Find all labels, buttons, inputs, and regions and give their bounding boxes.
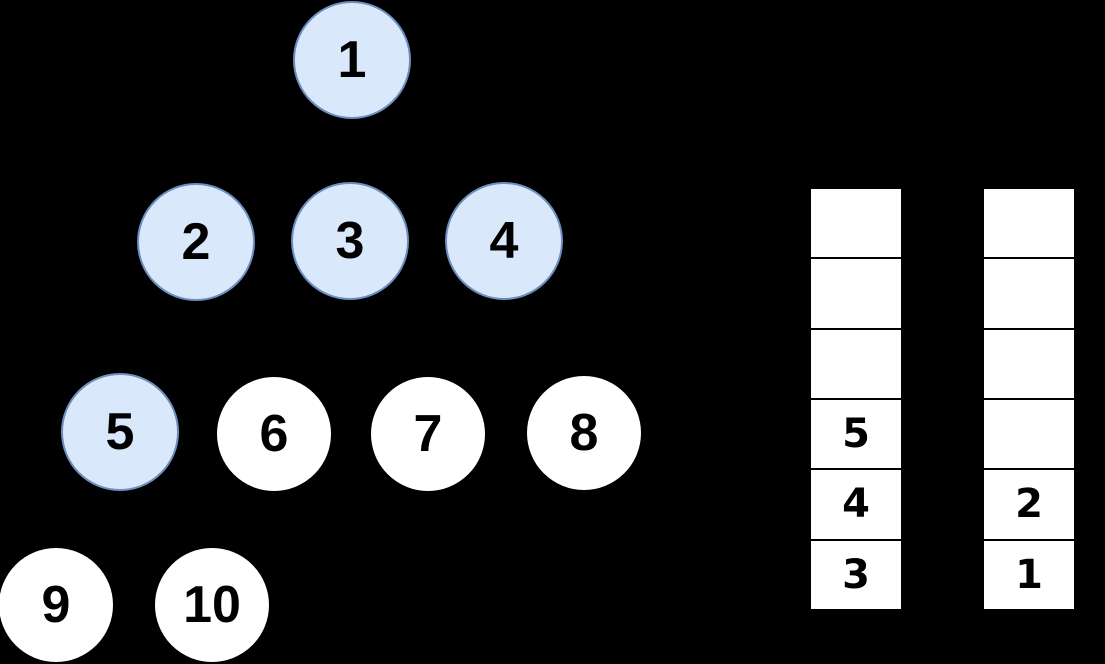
tree-node-5: 5 <box>61 373 179 491</box>
tree-node-8: 8 <box>525 374 643 492</box>
left-stack-cell-1 <box>811 259 901 330</box>
tree-node-7: 7 <box>369 375 487 493</box>
left-stack-cell-5: 3 <box>811 540 901 609</box>
right-stack-cell-4: 2 <box>984 470 1074 541</box>
tree-node-label: 5 <box>105 403 135 461</box>
tree-node-4: 4 <box>445 182 563 300</box>
left-stack-cell-3: 5 <box>811 399 901 471</box>
left-stack-cell-2 <box>811 329 901 400</box>
tree-node-label: 6 <box>259 405 289 463</box>
tree-node-label: 3 <box>335 212 365 270</box>
tree-node-10: 10 <box>153 546 271 664</box>
stack-cell-value: 3 <box>842 551 870 598</box>
stack-cell-value: 5 <box>842 411 870 458</box>
right-stack-cell-5: 1 <box>984 540 1074 609</box>
tree-node-1: 1 <box>293 1 411 119</box>
right-stack-cell-2 <box>984 329 1074 400</box>
tree-node-label: 8 <box>569 404 599 462</box>
tree-node-2: 2 <box>137 183 255 301</box>
tree-node-label: 7 <box>413 405 443 463</box>
left-stack-cell-4: 4 <box>811 470 901 541</box>
tree-node-3: 3 <box>291 182 409 300</box>
right-stack-cell-3 <box>984 399 1074 471</box>
tree-node-6: 6 <box>215 375 333 493</box>
tree-node-label: 1 <box>337 31 367 89</box>
stack-cell-value: 1 <box>1015 551 1043 598</box>
left-stack: 5 4 3 <box>809 187 903 611</box>
stack-cell-value: 4 <box>842 481 870 528</box>
tree-node-label: 10 <box>183 576 241 634</box>
tree-node-9: 9 <box>0 546 115 664</box>
stack-cell-value: 2 <box>1015 481 1043 528</box>
tree-node-label: 4 <box>489 212 519 270</box>
left-stack-cell-0 <box>811 189 901 260</box>
tree-node-label: 2 <box>181 213 211 271</box>
right-stack-cell-1 <box>984 259 1074 330</box>
tree-node-label: 9 <box>41 576 71 634</box>
right-stack-cell-0 <box>984 189 1074 260</box>
